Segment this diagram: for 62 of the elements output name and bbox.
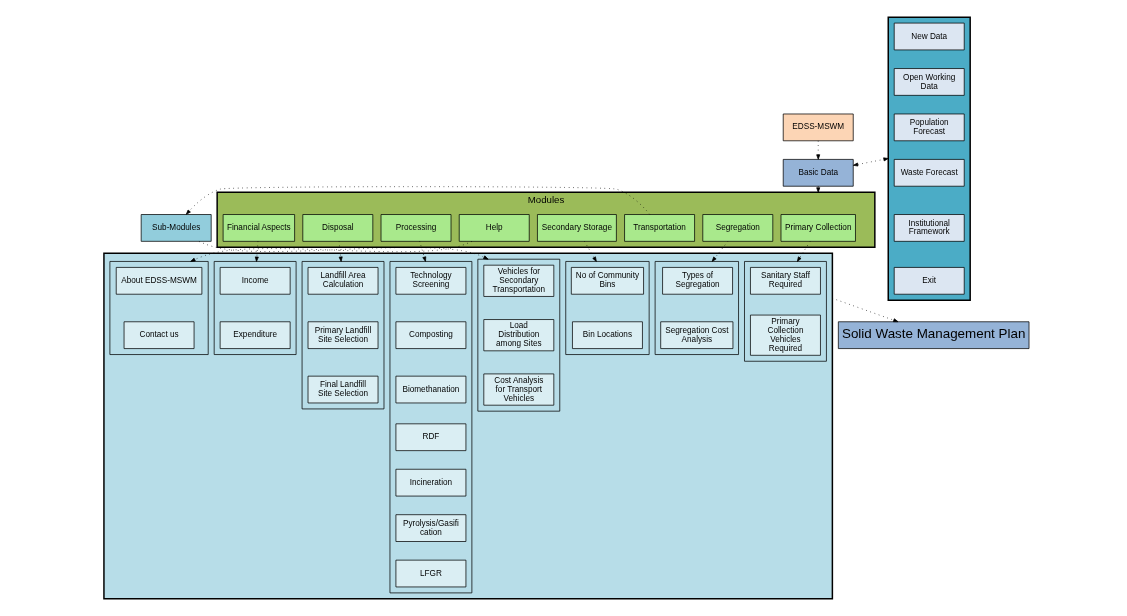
- node-box: Help: [458, 214, 530, 242]
- arrow: [711, 241, 729, 262]
- node-box: Cost Analysis for Transport Vehicles: [483, 373, 555, 406]
- node-box: Bin Locations: [572, 321, 643, 349]
- node-box: Sub-Modules: [140, 214, 212, 242]
- arrow: [816, 140, 821, 160]
- node-box: Final Landfill Site Selection: [307, 375, 379, 404]
- arrow: [584, 241, 597, 262]
- arrow: [419, 241, 427, 262]
- node-box: Open Working Data: [893, 68, 965, 96]
- cluster: [477, 258, 561, 412]
- node-box: Primary Collection Vehicles Required: [750, 314, 821, 356]
- node-box: Segregation Cost Analysis: [660, 321, 734, 349]
- node-box: Sanitary Staff Required: [750, 267, 821, 295]
- arrow: [254, 241, 259, 262]
- node-box: New Data: [893, 22, 965, 51]
- node-box: Solid Waste Management Plan: [837, 321, 1030, 349]
- node-box: Income: [219, 267, 291, 295]
- node-box: No of Community Bins: [570, 267, 644, 295]
- node-box: About EDSS-MSWM: [115, 267, 203, 295]
- node-box: Types of Segregation: [662, 267, 733, 295]
- node-box: Incineration: [395, 468, 467, 497]
- cluster: [744, 261, 827, 362]
- cluster: [301, 261, 385, 410]
- node-box: Primary Collection: [780, 214, 856, 242]
- node-box: Contact us: [123, 321, 195, 349]
- node-box: EDSS-MSWM: [782, 113, 854, 142]
- node-box: Secondary Storage: [537, 214, 617, 242]
- node-box: RDF: [395, 423, 467, 451]
- node-box: Population Forecast: [893, 113, 965, 142]
- node-box: Institutional Framework: [893, 214, 965, 242]
- node-box: Financial Aspects: [222, 214, 295, 242]
- node-box: Technology Screening: [395, 267, 467, 295]
- node-box: Expenditure: [219, 321, 291, 349]
- cluster: [654, 261, 739, 355]
- node-box: Pyrolysis/Gasification: [395, 514, 467, 542]
- cluster: [389, 261, 473, 594]
- node-box: Transportation: [624, 214, 695, 242]
- node-box: Exit: [893, 267, 965, 295]
- arrow: [796, 241, 811, 262]
- node-box: Landfill Area Calculation: [307, 267, 379, 295]
- node-box: Processing: [380, 214, 452, 242]
- arrow: [832, 297, 899, 323]
- arrow: [198, 241, 489, 260]
- arrow: [190, 241, 473, 262]
- node-box: Load Distribution among Sites: [483, 319, 555, 352]
- cluster: [213, 261, 297, 355]
- arrow: [338, 241, 343, 262]
- node-box: Segregation: [702, 214, 774, 242]
- arrow: [852, 157, 889, 167]
- node-box: Disposal: [302, 214, 374, 242]
- node-box: Vehicles for Secondary Transportation: [483, 264, 555, 297]
- node-box: Composting: [395, 321, 467, 349]
- cluster: [565, 261, 650, 355]
- arrow: [185, 186, 651, 215]
- arrow: [816, 185, 821, 193]
- cluster: [109, 261, 209, 355]
- node-box: Biomethanation: [395, 375, 467, 404]
- node-box: LFGR: [395, 559, 467, 588]
- node-box: Waste Forecast: [893, 159, 965, 187]
- cluster: [887, 16, 971, 301]
- node-box: Primary Landfill Site Selection: [307, 321, 379, 349]
